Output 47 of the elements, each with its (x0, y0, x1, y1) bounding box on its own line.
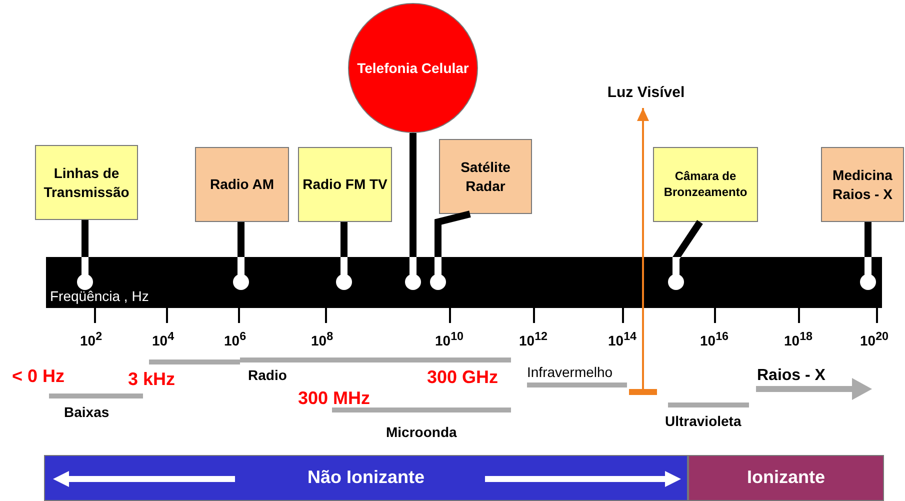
range-label: Microonda (386, 424, 457, 440)
connector-line (430, 210, 471, 290)
label-box (439, 139, 532, 214)
label-box (35, 145, 138, 220)
tick-label: 10$^{10}$ (435, 330, 464, 349)
connector-line (860, 222, 876, 290)
tick-label: 10$^{18}$ (784, 330, 813, 349)
category-band (688, 455, 884, 501)
range-label: Radio (248, 367, 287, 383)
tick-label: 10$^{8}$ (311, 330, 334, 349)
node-text: Câmara de Bronzeamento (662, 168, 748, 200)
label-box (653, 147, 758, 222)
node-text: Radio FM TV (302, 175, 388, 194)
range-label: 3 kHz (128, 369, 176, 390)
indicator-arrow (629, 108, 657, 395)
range-label: Baixas (64, 404, 110, 420)
node-text: Satélite Radar (460, 158, 512, 195)
range-label: < 0 Hz (12, 366, 65, 387)
tick-label: 10$^{14}$ (608, 330, 637, 349)
tick-label: 10$^{12}$ (519, 330, 548, 349)
tick-label: 10$^{6}$ (224, 330, 246, 349)
range-label: 300 GHz (427, 367, 498, 388)
node-text: Medicina Raios - X (832, 166, 894, 203)
label-box (821, 147, 904, 222)
connector-line (233, 222, 249, 290)
tick-label: 10$^{2}$ (80, 330, 102, 349)
tick-label: 10$^{20}$ (860, 330, 889, 349)
node-text: Telefonia Celular (357, 58, 469, 78)
frequency-bar (46, 257, 882, 308)
range-label: 300 MHz (298, 388, 370, 409)
connector-line (405, 133, 421, 290)
range-label: Infravermelho (527, 364, 613, 380)
tick-label: 10$^{4}$ (152, 330, 174, 349)
connector-line (77, 220, 93, 290)
connector-line (668, 220, 703, 290)
tick-label: 10$^{16}$ (700, 330, 729, 349)
node-text: Linhas de Transmissão (42, 164, 130, 201)
node-text: Ionizante (746, 466, 825, 490)
category-band (44, 455, 688, 501)
node-text: Freqüência , Hz (49, 286, 149, 306)
range-label: Raios - X (757, 367, 826, 385)
label-box (298, 147, 392, 222)
heading-text: Luz Visível (607, 83, 685, 103)
connector-line (336, 222, 352, 290)
range-label: Ultravioleta (665, 413, 742, 429)
label-box (195, 147, 289, 222)
node-text: Radio AM (210, 175, 274, 194)
